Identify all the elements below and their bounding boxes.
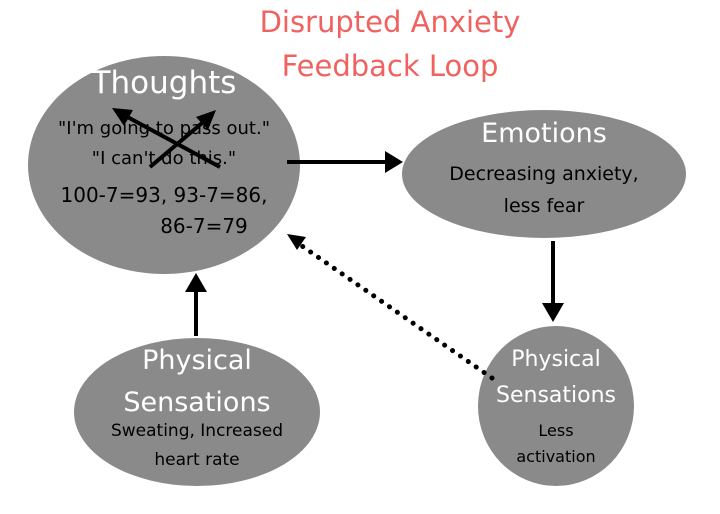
physical-left-desc-2: heart rate bbox=[154, 450, 240, 470]
crossed-arrows-icon bbox=[112, 108, 221, 169]
physical-sensations-right-node bbox=[478, 326, 634, 486]
diagram-title-line2: Feedback Loop bbox=[281, 49, 499, 83]
physical-sensations-left-node bbox=[74, 338, 320, 486]
thoughts-quote-2: "I can't do this." bbox=[91, 148, 237, 169]
emotions-heading: Emotions bbox=[481, 118, 607, 149]
physical-right-heading-2: Sensations bbox=[496, 383, 616, 408]
physical-right-desc-2: activation bbox=[516, 447, 596, 466]
arrow-icon bbox=[542, 303, 564, 322]
arrow-icon bbox=[385, 151, 403, 173]
diagram-title-line1: Disrupted Anxiety bbox=[259, 5, 521, 39]
emotions-desc-2: less fear bbox=[503, 195, 585, 217]
dotted-arrow-physical-right-to-thoughts bbox=[299, 243, 495, 381]
thoughts-math-1: 100-7=93, 93-7=86, bbox=[60, 183, 268, 207]
physical-right-desc-1: Less bbox=[538, 421, 574, 440]
arrow-icon bbox=[185, 273, 207, 292]
arrow-icon bbox=[287, 234, 306, 250]
thoughts-quote-1: "I'm going to pass out." bbox=[58, 118, 270, 139]
physical-left-heading-1: Physical bbox=[142, 345, 252, 376]
thoughts-node bbox=[28, 56, 300, 274]
thoughts-math-2: 86-7=79 bbox=[160, 214, 248, 238]
emotions-node bbox=[402, 110, 686, 238]
physical-left-desc-1: Sweating, Increased bbox=[110, 421, 284, 441]
physical-right-heading-1: Physical bbox=[511, 347, 601, 372]
physical-left-heading-2: Sensations bbox=[123, 387, 271, 418]
thoughts-heading: Thoughts bbox=[91, 65, 237, 101]
emotions-desc-1: Decreasing anxiety, bbox=[449, 163, 639, 185]
